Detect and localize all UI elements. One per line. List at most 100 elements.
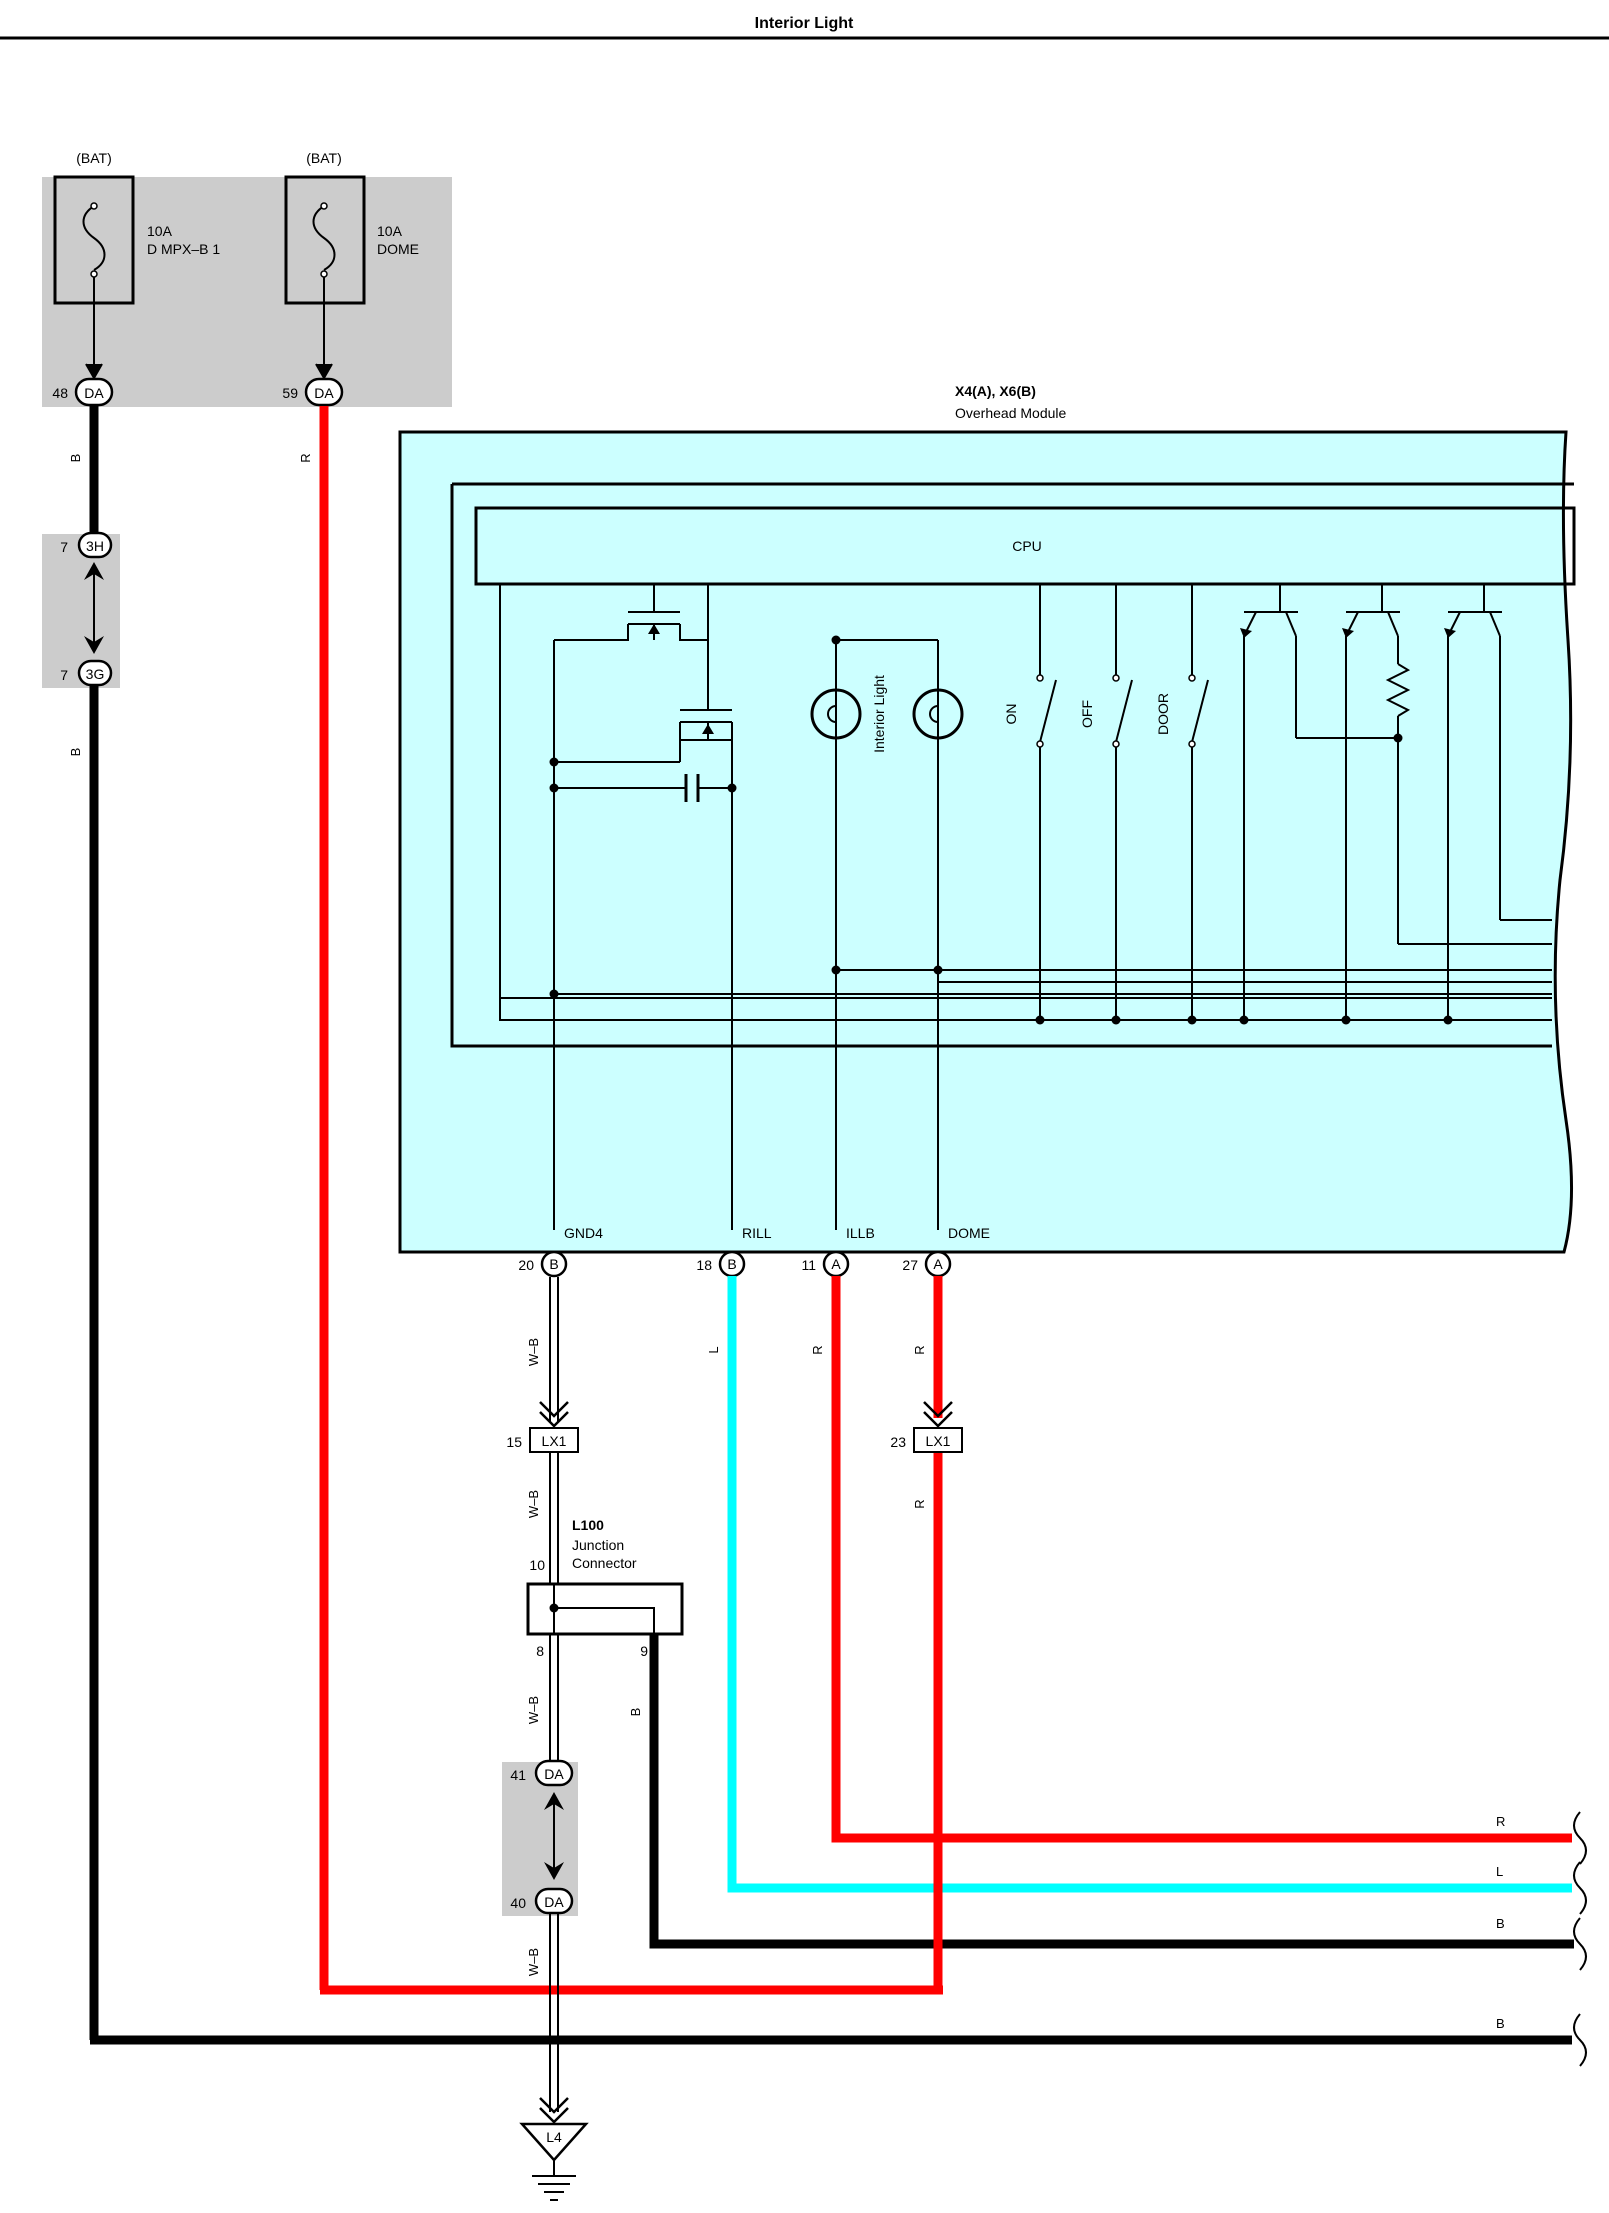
svg-text:DA: DA [544, 1766, 564, 1782]
svg-text:27: 27 [902, 1257, 918, 1273]
svg-text:DA: DA [84, 385, 104, 401]
ground-l4: L4 [519, 2122, 589, 2201]
connector-41-da: 41 DA [510, 1759, 574, 1787]
fuse-1-rating: 10A [147, 223, 173, 239]
switch-on: ON [1003, 584, 1057, 1025]
terminal-27-a: 27 A [902, 1250, 952, 1278]
fuse-2-rating: 10A [377, 223, 403, 239]
right-wire-label-r: R [1496, 1814, 1505, 1829]
svg-text:23: 23 [890, 1434, 906, 1450]
connector-40-da: 40 DA [510, 1887, 574, 1915]
svg-text:11: 11 [801, 1257, 816, 1273]
fuse-dome: (BAT) 10A DOME [284, 150, 419, 305]
terminal-gnd4-label: GND4 [564, 1225, 603, 1241]
fuse-2-source: (BAT) [306, 150, 342, 166]
overhead-module [398, 430, 1573, 1254]
fuse-box [42, 177, 452, 407]
fuse-1-name: D MPX–B 1 [147, 241, 220, 257]
module-id: X4(A), X6(B) [955, 383, 1036, 399]
junction-pin-8: 8 [536, 1643, 544, 1659]
junction-id: L100 [572, 1517, 604, 1533]
wire-label-b-lower: B [68, 748, 83, 757]
junction-name-1: Junction [572, 1537, 624, 1553]
wire-b-junction [649, 1634, 1574, 1949]
right-wire-label-l: L [1496, 1864, 1503, 1879]
continuation-marks [1573, 1811, 1587, 2067]
svg-text:B: B [727, 1256, 736, 1272]
wire-label-r-fuse: R [298, 453, 313, 462]
diagram-title: Interior Light [755, 15, 854, 32]
switch-off-label: OFF [1079, 700, 1095, 728]
transistor-1 [1239, 584, 1398, 1025]
svg-text:LX1: LX1 [542, 1433, 567, 1449]
switch-off: OFF [1079, 584, 1133, 1025]
svg-text:41: 41 [510, 1767, 526, 1783]
svg-text:L4: L4 [546, 2129, 562, 2145]
terminal-rill-label: RILL [742, 1225, 772, 1241]
terminal-20-b: 20 B [518, 1250, 568, 1278]
svg-text:LX1: LX1 [926, 1433, 951, 1449]
connector-48-da: 48 DA [52, 377, 114, 407]
connector-23-lx1: 23 LX1 [890, 1427, 963, 1453]
svg-text:A: A [933, 1256, 943, 1272]
cpu-box [474, 506, 1576, 586]
fuse-icon [82, 205, 106, 271]
junction-name-2: Connector [572, 1555, 637, 1571]
wire-label-b-junction: B [628, 1708, 643, 1717]
module-name: Overhead Module [955, 405, 1067, 421]
terminal-illb-label: ILLB [846, 1225, 875, 1241]
svg-text:DA: DA [544, 1894, 564, 1910]
fuse-d-mpx-b1: (BAT) 10A D MPX–B 1 [53, 150, 220, 305]
terminal-dome-label: DOME [948, 1225, 990, 1241]
transistor-3 [1443, 584, 1552, 1025]
junction-pin-9: 9 [640, 1643, 648, 1659]
pin-59: 59 [282, 385, 298, 401]
wire-label-wb-4: W–B [526, 1948, 541, 1976]
wire-label-b-top: B [68, 454, 83, 463]
right-wire-label-b2: B [1496, 2016, 1505, 2031]
svg-text:3G: 3G [86, 666, 105, 682]
wire-label-l-rill: L [706, 1346, 721, 1353]
fuse-2-name: DOME [377, 241, 419, 257]
resistor-icon [1385, 663, 1411, 717]
junction-pin-10: 10 [529, 1557, 545, 1573]
wire-label-r-dome: R [912, 1345, 927, 1354]
connector-15-lx1: 15 LX1 [506, 1427, 579, 1453]
terminal-18-b: 18 B [696, 1250, 746, 1278]
right-wire-label-b1: B [1496, 1916, 1505, 1931]
svg-text:15: 15 [506, 1434, 522, 1450]
fuse-1-source: (BAT) [76, 150, 112, 166]
svg-text:DA: DA [314, 385, 334, 401]
wire-l-rill [727, 1276, 1572, 1893]
svg-text:B: B [549, 1256, 558, 1272]
svg-text:40: 40 [510, 1895, 526, 1911]
connector-59-da: 59 DA [282, 377, 344, 407]
pin-48: 48 [52, 385, 68, 401]
svg-text:7: 7 [60, 667, 68, 683]
switch-door: DOOR [1155, 584, 1209, 1025]
lamp-label: Interior Light [871, 675, 887, 753]
transistor-2 [1341, 584, 1552, 1025]
wire-wb-gnd4 [539, 1277, 569, 1428]
switch-on-label: ON [1003, 704, 1019, 725]
svg-text:20: 20 [518, 1257, 534, 1273]
svg-text:3H: 3H [86, 538, 104, 554]
connector-7-3h: 7 3H [60, 531, 113, 559]
terminal-11-a: 11 A [801, 1250, 850, 1278]
fuse-icon [312, 205, 336, 271]
wire-label-wb-3: W–B [526, 1696, 541, 1724]
mating-arrow-down [84, 636, 104, 654]
wire-label-r-illb: R [810, 1345, 825, 1354]
svg-text:7: 7 [60, 539, 68, 555]
wire-label-wb-2: W–B [526, 1490, 541, 1518]
svg-text:18: 18 [696, 1257, 712, 1273]
wire-label-wb-1: W–B [526, 1338, 541, 1366]
wire-r-illb [831, 1276, 1572, 1843]
wire-label-r-lx1: R [912, 1499, 927, 1508]
switch-door-label: DOOR [1155, 693, 1171, 735]
svg-text:A: A [831, 1256, 841, 1272]
inline-connector-box [42, 534, 120, 688]
cpu-label: CPU [1012, 538, 1042, 554]
connector-7-3g: 7 3G [60, 659, 113, 687]
